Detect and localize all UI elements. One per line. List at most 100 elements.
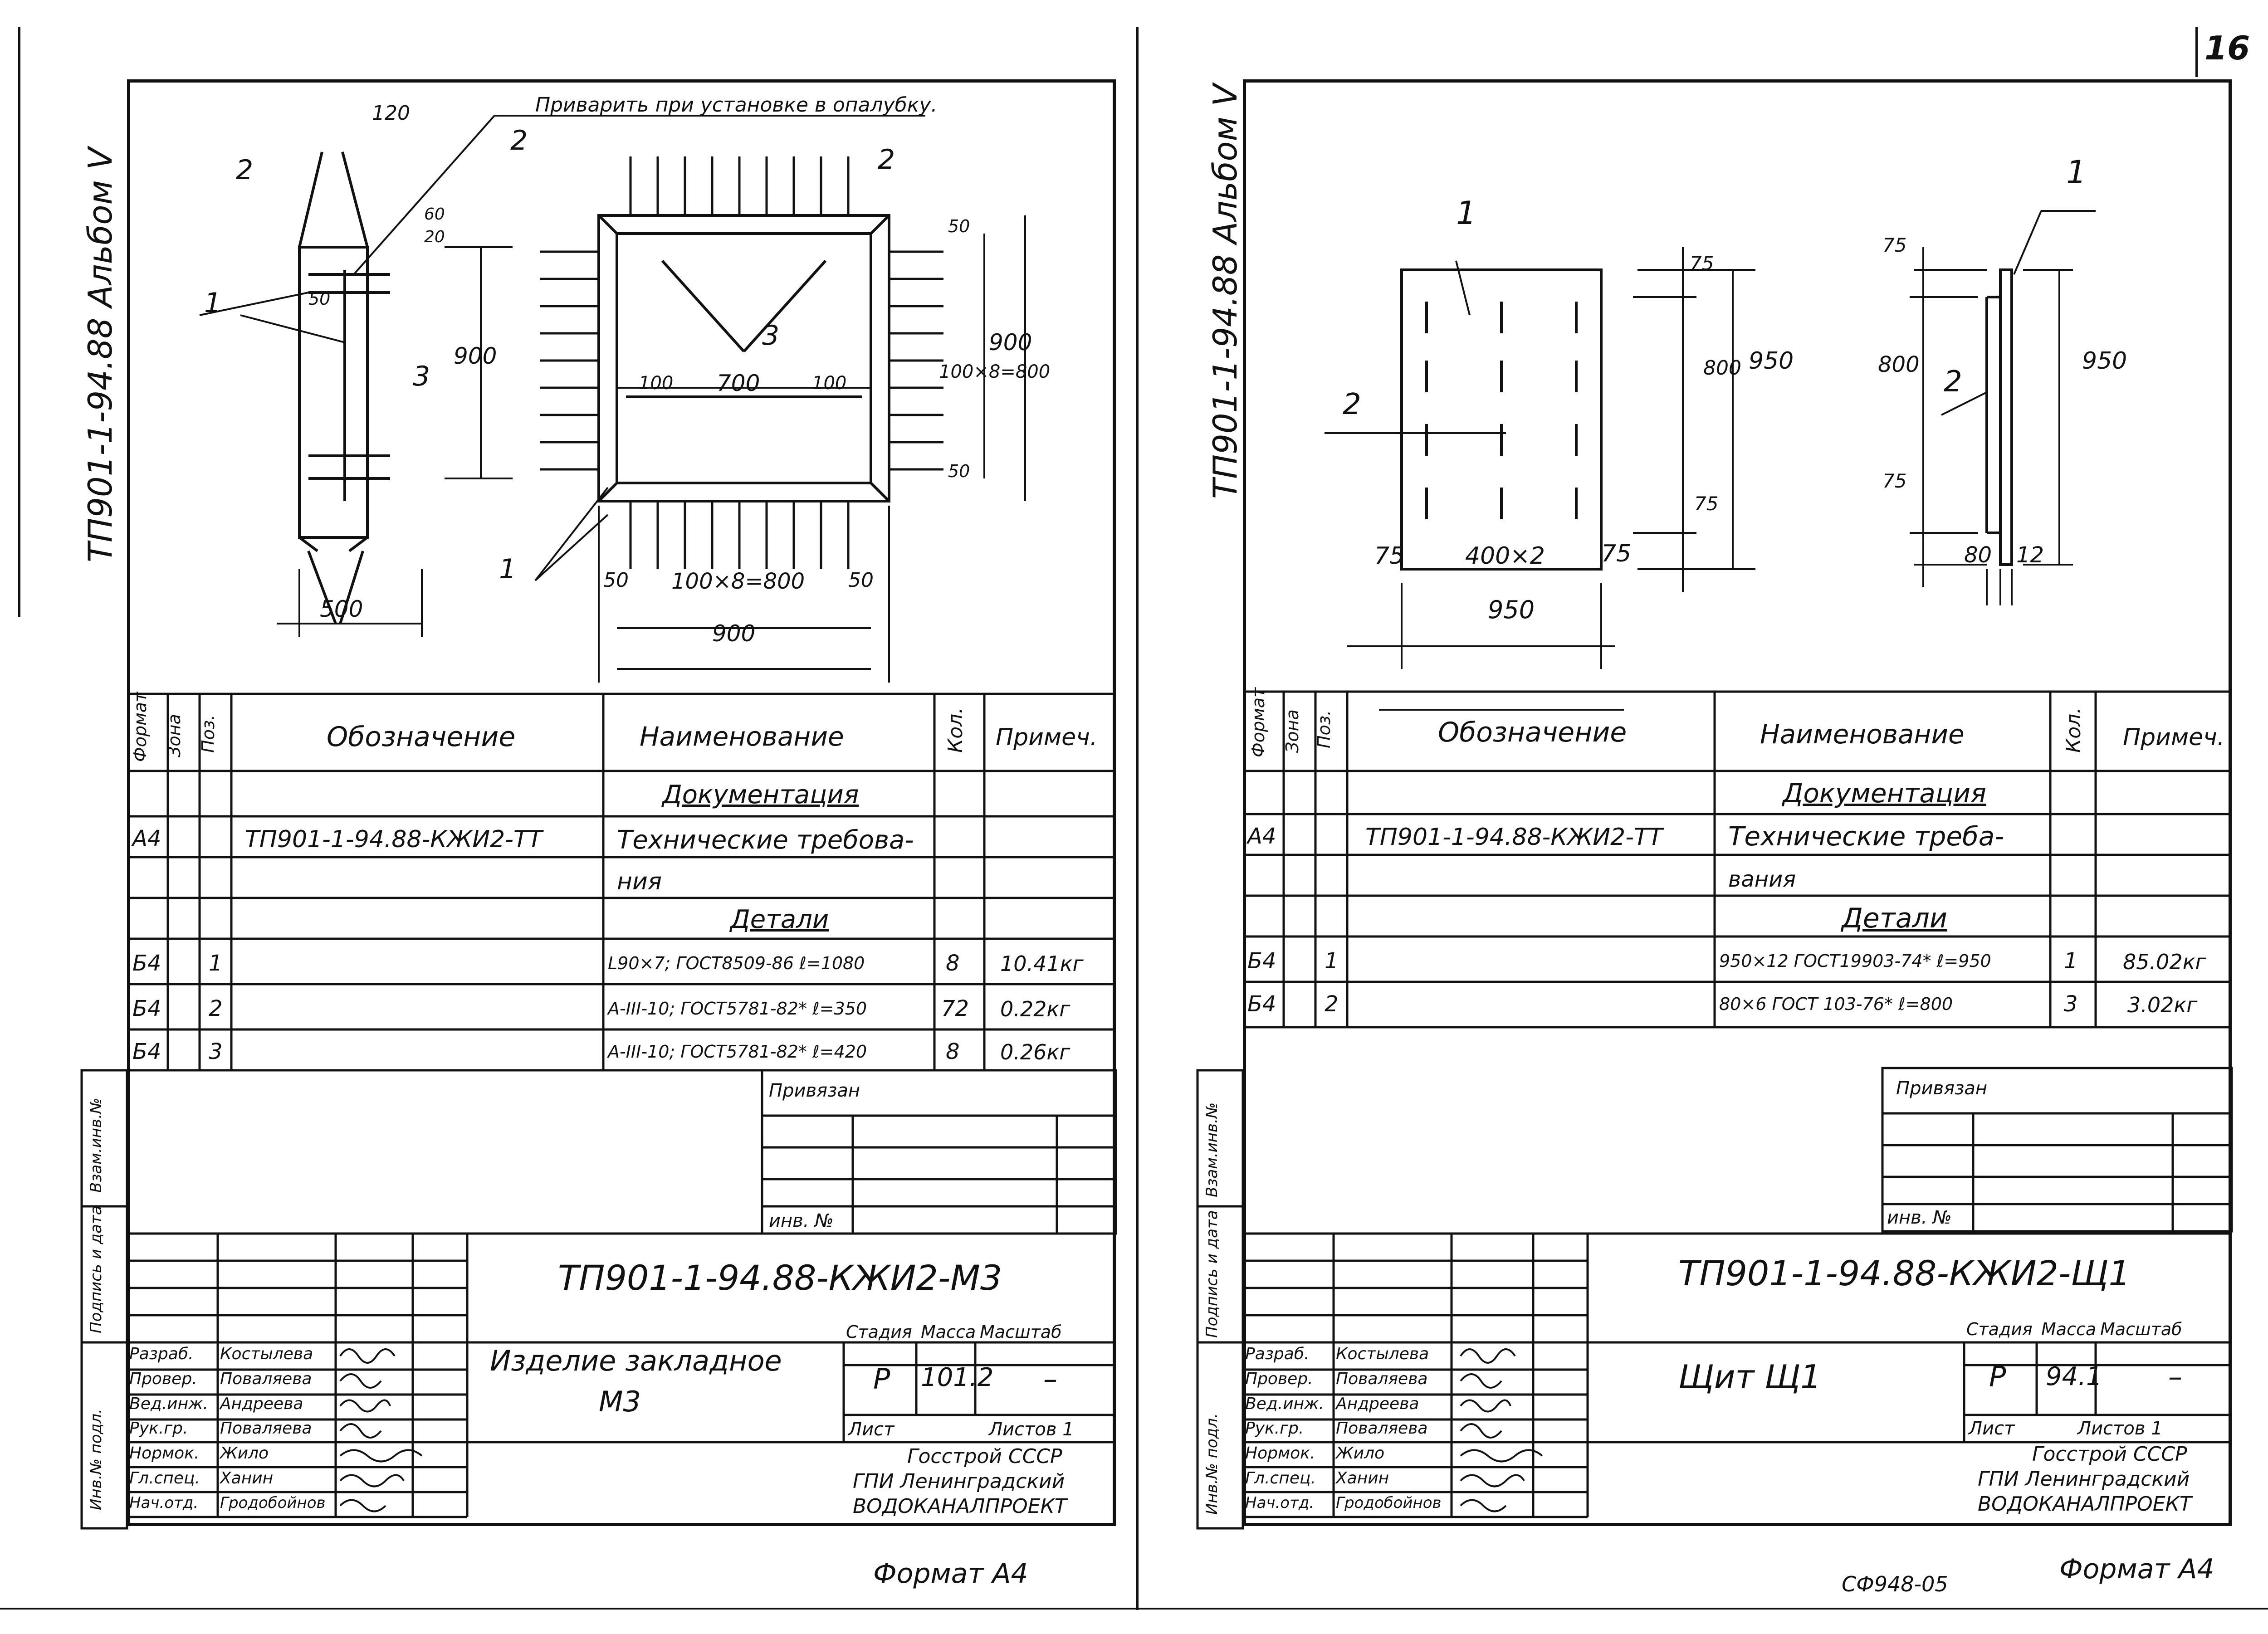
left-dim-700: 700 bbox=[717, 370, 760, 396]
part-note: 0.26кг bbox=[1000, 1040, 1070, 1064]
stamp-person: Костылева bbox=[220, 1345, 313, 1363]
right-th-zone: Зона bbox=[1282, 709, 1302, 753]
left-dim-100x8h: 100×8=800 bbox=[671, 569, 805, 594]
left-doc-name1: Технические требова- bbox=[617, 825, 914, 855]
left-dim-50t: 50 bbox=[948, 216, 970, 236]
right-stamp-stage-h: Стадия bbox=[1966, 1319, 2033, 1339]
right-stamp-stage: Р bbox=[1989, 1360, 2006, 1393]
stamp-role: Рук.гр. bbox=[129, 1419, 188, 1438]
sheet-divider bbox=[1136, 27, 1139, 1610]
part-name: А-III-10; ГОСТ5781-82* ℓ=350 bbox=[608, 999, 867, 1019]
left-th-format: Формат bbox=[130, 692, 150, 762]
left-dim-100l: 100 bbox=[639, 373, 674, 394]
left-dim-900r: 900 bbox=[989, 329, 1032, 356]
left-drawing bbox=[199, 115, 1026, 683]
stamp-person: Гродобойнов bbox=[1336, 1494, 1442, 1512]
right-side-dim-75t: 75 bbox=[1882, 234, 1907, 256]
part-note: 3.02кг bbox=[2127, 993, 2198, 1017]
left-doc-designation: ТП901-1-94.88-КЖИ2-ТТ bbox=[245, 826, 543, 853]
left-stamp-title1: Изделие закладное bbox=[490, 1344, 782, 1377]
part-pos: 2 bbox=[1325, 991, 1339, 1017]
part-name: 950×12 ГОСТ19903-74* ℓ=950 bbox=[1719, 951, 1991, 971]
stamp-role: Провер. bbox=[129, 1370, 197, 1388]
left-note: Приварить при установке в опалубку. bbox=[535, 93, 938, 117]
left-stamp-org1: Госстрой СССР bbox=[907, 1445, 1062, 1468]
stamp-role: Вед.инж. bbox=[1245, 1395, 1324, 1413]
stamp-role: Гл.спец. bbox=[1245, 1469, 1316, 1488]
left-stamp-title2: М3 bbox=[599, 1385, 641, 1418]
right-doc-designation: ТП901-1-94.88-КЖИ2-ТТ bbox=[1365, 824, 1663, 851]
left-album-label: ТП901-1-94.88 Альбом V bbox=[81, 147, 119, 562]
stamp-person: Костылева bbox=[1336, 1345, 1429, 1363]
left-dim-50a: 50 bbox=[308, 289, 331, 309]
left-stamp-sheet: Лист bbox=[848, 1419, 894, 1440]
left-th-zone: Зона bbox=[164, 714, 184, 757]
left-section-docs: Документация bbox=[662, 780, 859, 810]
left-privyazan-label: Привязан bbox=[769, 1080, 860, 1101]
left-stamp-org3: ВОДОКАНАЛПРОЕКТ bbox=[853, 1495, 1067, 1518]
part-name: А-III-10; ГОСТ5781-82* ℓ=420 bbox=[608, 1042, 867, 1062]
stamp-person: Андреева bbox=[1336, 1395, 1419, 1413]
right-spec-table-grid bbox=[1243, 690, 2232, 1029]
right-doc-name1: Технические треба- bbox=[1728, 821, 2004, 852]
stamp-person: Поваляева bbox=[220, 1419, 312, 1438]
right-side-dim-800: 800 bbox=[1878, 352, 1920, 377]
part-format: Б4 bbox=[132, 951, 161, 976]
left-th-qty: Кол. bbox=[944, 707, 967, 753]
left-th-pos: Поз. bbox=[198, 714, 218, 753]
right-dim-75r: 75 bbox=[1601, 540, 1632, 567]
part-pos: 1 bbox=[1325, 948, 1339, 974]
left-side-vzam: Взам.инв.№ bbox=[87, 1097, 105, 1193]
left-sheet bbox=[127, 79, 1116, 1526]
stamp-role: Вед.инж. bbox=[129, 1395, 208, 1413]
right-th-format: Формат bbox=[1248, 687, 1268, 757]
part-qty: 1 bbox=[2064, 948, 2078, 974]
left-side-inv-podl: Инв.№ подл. bbox=[87, 1409, 105, 1510]
stamp-role: Нач.отд. bbox=[1245, 1494, 1315, 1512]
left-signatures bbox=[339, 1348, 423, 1512]
right-inv-label: инв. № bbox=[1887, 1207, 1952, 1228]
bottom-edge bbox=[0, 1608, 2268, 1610]
left-dim-100x8v: 100×8=800 bbox=[939, 361, 1051, 382]
footer-code: СФ948-05 bbox=[1842, 1572, 1948, 1596]
left-dim-900v: 900 bbox=[454, 343, 497, 369]
right-stamp-org3: ВОДОКАНАЛПРОЕКТ bbox=[1978, 1493, 2192, 1516]
part-qty: 8 bbox=[946, 1039, 960, 1064]
right-side-dim-75b: 75 bbox=[1882, 470, 1907, 492]
stamp-person: Жило bbox=[1336, 1444, 1385, 1463]
stamp-role: Рук.гр. bbox=[1245, 1419, 1304, 1438]
right-callout-2b: 2 bbox=[1944, 365, 1962, 399]
right-stamp-title1: Щит Щ1 bbox=[1678, 1358, 1821, 1396]
right-dim-400x2: 400×2 bbox=[1465, 542, 1545, 570]
left-stamp-stage: Р bbox=[873, 1362, 890, 1395]
left-th-designation: Обозначение bbox=[327, 721, 516, 753]
stamp-person: Жило bbox=[220, 1444, 269, 1463]
stamp-role: Разраб. bbox=[1245, 1345, 1310, 1363]
stamp-role: Нач.отд. bbox=[129, 1494, 199, 1512]
right-side-podpis: Подпись и дата bbox=[1203, 1210, 1221, 1338]
right-sheet bbox=[1243, 79, 2232, 1526]
left-stamp-org2: ГПИ Ленинградский bbox=[853, 1470, 1065, 1493]
page-number: 16 bbox=[2204, 29, 2250, 67]
right-side-dim-950: 950 bbox=[2082, 347, 2127, 375]
left-stamp-mass: 101.2 bbox=[921, 1363, 994, 1392]
right-stamp-mass-h: Масса bbox=[2041, 1319, 2097, 1339]
right-th-note: Примеч. bbox=[2123, 724, 2225, 751]
part-name: 80×6 ГОСТ 103-76* ℓ=800 bbox=[1719, 994, 1953, 1014]
stamp-role: Разраб. bbox=[129, 1345, 194, 1363]
part-format: Б4 bbox=[1247, 948, 1276, 974]
part-pos: 3 bbox=[209, 1039, 223, 1064]
left-stamp-grid bbox=[127, 1232, 1116, 1518]
left-doc-name2: ния bbox=[617, 868, 662, 895]
right-callout-2a: 2 bbox=[1343, 388, 1361, 421]
left-doc-format: А4 bbox=[132, 826, 161, 851]
left-dim-60: 60 bbox=[424, 205, 445, 224]
left-dim-50l: 50 bbox=[603, 569, 629, 592]
right-stamp-sheet: Лист bbox=[1969, 1418, 2015, 1439]
left-side-strip bbox=[80, 1069, 128, 1530]
left-callout-3b: 3 bbox=[762, 320, 780, 351]
left-callout-3a: 3 bbox=[413, 361, 430, 392]
right-stamp-scale: – bbox=[2168, 1360, 2182, 1393]
stamp-role: Нормок. bbox=[129, 1444, 200, 1463]
